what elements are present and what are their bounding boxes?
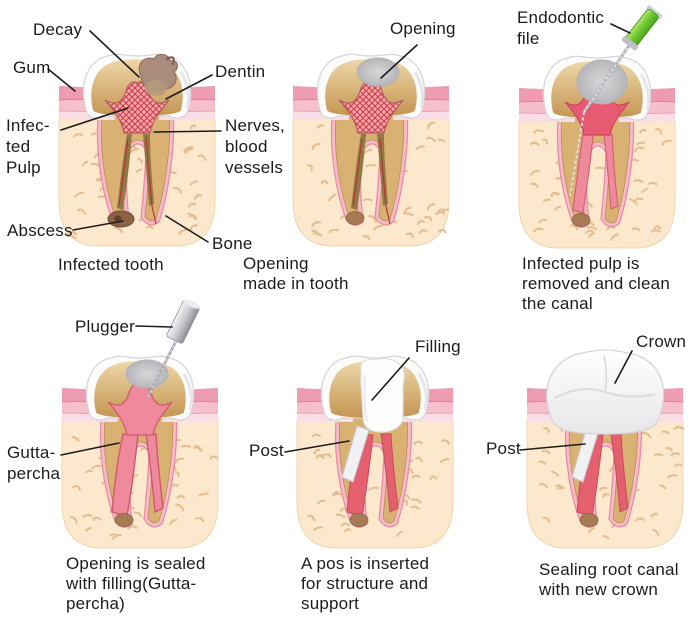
leader-line-filling <box>371 357 410 401</box>
caption-post-inserted: A pos is inserted for structure and supp… <box>301 554 430 613</box>
leader-lines <box>47 23 633 456</box>
leader-line-gutta-percha <box>60 442 120 456</box>
leader-line-post-6 <box>519 443 586 451</box>
label-endodontic-file: Endodontic file <box>517 8 605 48</box>
label-opening: Opening <box>390 19 456 38</box>
label-crown: Crown <box>636 332 687 351</box>
caption-sealed-gutta: Opening is sealed with filling(Gutta- pe… <box>66 554 206 613</box>
caption-clean-canal: Infected pulp is removed and clean the c… <box>522 254 670 313</box>
label-plugger: Plugger <box>75 317 135 336</box>
leader-line-dentin <box>165 74 213 100</box>
label-bone: Bone <box>212 234 253 253</box>
leader-line-gum <box>47 68 76 92</box>
plugger-tool <box>146 299 200 398</box>
tooth-canal-cleaned <box>518 55 676 249</box>
leader-line-endodontic-file <box>610 23 631 34</box>
label-post-5: Post <box>249 441 284 460</box>
tooth-opening-made <box>292 53 450 247</box>
caption-crown-sealed: Sealing root canal with new crown <box>539 560 679 599</box>
leader-line-crown <box>614 350 633 384</box>
leader-line-opening <box>380 44 418 79</box>
label-post-6: Post <box>486 439 521 458</box>
leader-line-bone <box>165 215 209 243</box>
tooth-gutta-percha <box>61 355 219 549</box>
endodontic-file-tool <box>569 5 663 197</box>
label-gutta-percha: Gutta- percha <box>7 443 61 483</box>
tooth-post-inserted <box>296 355 454 549</box>
label-dentin: Dentin <box>215 62 266 81</box>
label-filling: Filling <box>415 337 461 356</box>
tooth-crowned <box>526 349 685 549</box>
label-nerves-blood-vessels: Nerves, blood vessels <box>225 116 285 177</box>
leader-line-decay <box>89 30 140 78</box>
tooth-infected <box>58 53 216 247</box>
leader-line-nerves <box>153 130 222 133</box>
label-abscess: Abscess <box>7 221 73 240</box>
label-infected-pulp: Infec- ted Pulp <box>6 116 50 177</box>
leader-line-plugger <box>135 325 173 328</box>
leader-line-infected-pulp <box>60 107 129 131</box>
leader-line-abscess <box>72 220 124 231</box>
label-gum: Gum <box>13 58 51 77</box>
label-decay: Decay <box>33 20 83 39</box>
leader-line-post-5 <box>284 440 350 453</box>
caption-infected-tooth: Infected tooth <box>58 255 164 274</box>
caption-opening-made: Opening made in tooth <box>243 254 349 293</box>
